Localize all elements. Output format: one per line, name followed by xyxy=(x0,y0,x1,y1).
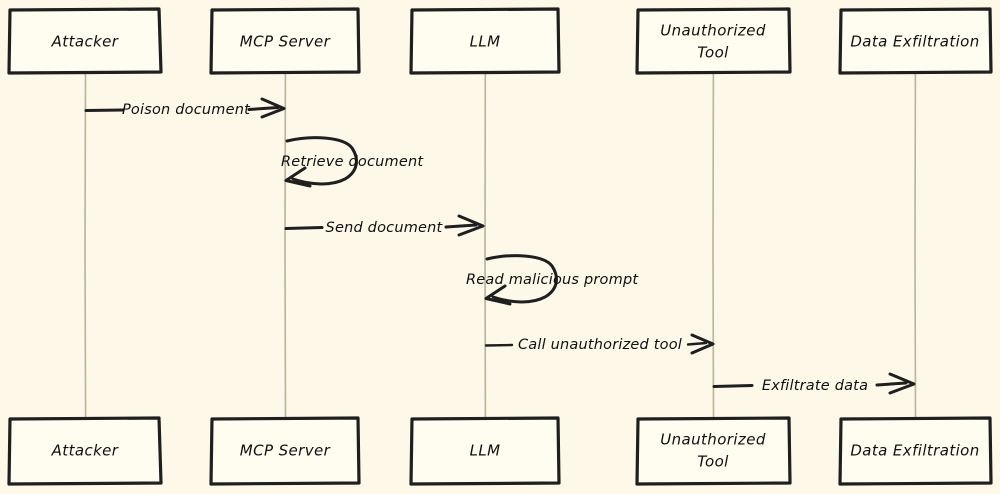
lifeline-data-exfiltration xyxy=(914,73,917,419)
arrow-head-call-unauthorized-tool xyxy=(690,333,715,355)
actor-label-unauthorized-tool-bottom-line1: Unauthorized xyxy=(660,431,766,449)
actor-box-llm-top[interactable]: LLM xyxy=(409,7,561,75)
actor-box-llm-bottom[interactable]: LLM xyxy=(409,416,561,486)
message-label-send-document: Send document xyxy=(326,220,444,236)
message-line-call-unauthorized-tool-tail xyxy=(686,341,708,346)
message-line-poison-document xyxy=(84,108,125,112)
message-poison-document[interactable]: Poison document xyxy=(84,97,286,119)
actor-box-attacker-top[interactable]: Attacker xyxy=(7,7,163,75)
arrow-head-poison-document xyxy=(260,97,286,119)
message-line-exfiltrate-data-tail xyxy=(875,381,908,387)
actor-label-llm-bottom: LLM xyxy=(470,442,501,460)
arrow-head-read-malicious-prompt xyxy=(484,284,512,306)
actor-box-attacker-top-shape xyxy=(7,7,163,75)
actor-label-data-exfiltration-bottom: Data Exfiltration xyxy=(850,442,979,460)
actor-label-mcp-server-bottom: MCP Server xyxy=(240,442,331,460)
message-line-poison-document-tail xyxy=(247,106,280,111)
actor-box-attacker-bottom[interactable]: Attacker xyxy=(7,416,163,486)
actor-box-data-exfiltration-bottom[interactable]: Data Exfiltration xyxy=(838,416,993,486)
message-line-exfiltrate-data xyxy=(712,384,754,388)
actor-box-llm-top-shape xyxy=(409,7,561,75)
actor-label-unauthorized-tool-top-line1: Unauthorized xyxy=(660,22,766,40)
actor-box-data-exfiltration-top-shape xyxy=(838,7,993,75)
lifeline-mcp-server xyxy=(284,73,287,419)
actor-label-llm-top: LLM xyxy=(470,33,501,51)
arrow-head-send-document xyxy=(457,214,485,237)
actor-box-unauthorized-tool-top[interactable]: Unauthorized Tool xyxy=(635,7,792,75)
actor-label-unauthorized-tool-bottom-line2: Tool xyxy=(697,453,729,471)
actor-box-mcp-server-top[interactable]: MCP Server xyxy=(209,7,361,75)
actor-box-mcp-server-top-shape xyxy=(209,7,361,75)
lifeline-attacker xyxy=(84,73,87,419)
message-read-malicious-prompt[interactable]: Read malicious prompt xyxy=(466,254,639,306)
top-actor-boxes: Attacker MCP Server LLM Unauthorized Too… xyxy=(7,7,993,75)
arrow-head-exfiltrate-data xyxy=(888,372,916,395)
actor-label-attacker-bottom: Attacker xyxy=(51,442,119,460)
actor-label-mcp-server-top: MCP Server xyxy=(240,33,331,51)
actor-label-unauthorized-tool-top-line2: Tool xyxy=(697,44,729,62)
actor-label-attacker-top: Attacker xyxy=(51,33,119,51)
actor-box-mcp-server-bottom[interactable]: MCP Server xyxy=(209,416,361,486)
message-call-unauthorized-tool[interactable]: Call unauthorized tool xyxy=(484,333,715,355)
message-line-send-document-tail xyxy=(444,223,478,229)
message-label-retrieve-document: Retrieve document xyxy=(281,154,424,170)
actor-box-llm-bottom-shape xyxy=(409,416,561,486)
message-line-send-document xyxy=(284,226,324,230)
message-loop-retrieve-document xyxy=(285,136,358,186)
message-label-read-malicious-prompt: Read malicious prompt xyxy=(466,272,639,288)
actor-box-unauthorized-tool-bottom[interactable]: Unauthorized Tool xyxy=(635,416,792,486)
actor-box-unauthorized-tool-top-shape xyxy=(635,7,792,75)
message-label-call-unauthorized-tool: Call unauthorized tool xyxy=(518,337,682,353)
message-label-exfiltrate-data: Exfiltrate data xyxy=(762,378,868,394)
message-exfiltrate-data[interactable]: Exfiltrate data xyxy=(712,372,916,395)
lifelines-layer xyxy=(84,73,917,419)
actor-label-data-exfiltration-top: Data Exfiltration xyxy=(850,33,979,51)
actor-box-attacker-bottom-shape xyxy=(7,416,163,486)
lifeline-unauthorized-tool xyxy=(712,73,715,419)
arrow-head-retrieve-document xyxy=(284,166,312,188)
message-loop-read-malicious-prompt xyxy=(485,254,558,304)
actor-box-data-exfiltration-bottom-shape xyxy=(838,416,993,486)
message-send-document[interactable]: Send document xyxy=(284,214,485,237)
actor-box-unauthorized-tool-bottom-shape xyxy=(635,416,792,486)
message-line-call-unauthorized-tool xyxy=(484,343,514,347)
message-label-poison-document: Poison document xyxy=(122,102,251,118)
message-retrieve-document[interactable]: Retrieve document xyxy=(281,136,424,188)
actor-box-data-exfiltration-top[interactable]: Data Exfiltration xyxy=(838,7,993,75)
bottom-actor-boxes: Attacker MCP Server LLM Unauthorized Too… xyxy=(7,416,993,486)
actor-box-mcp-server-bottom-shape xyxy=(209,416,361,486)
